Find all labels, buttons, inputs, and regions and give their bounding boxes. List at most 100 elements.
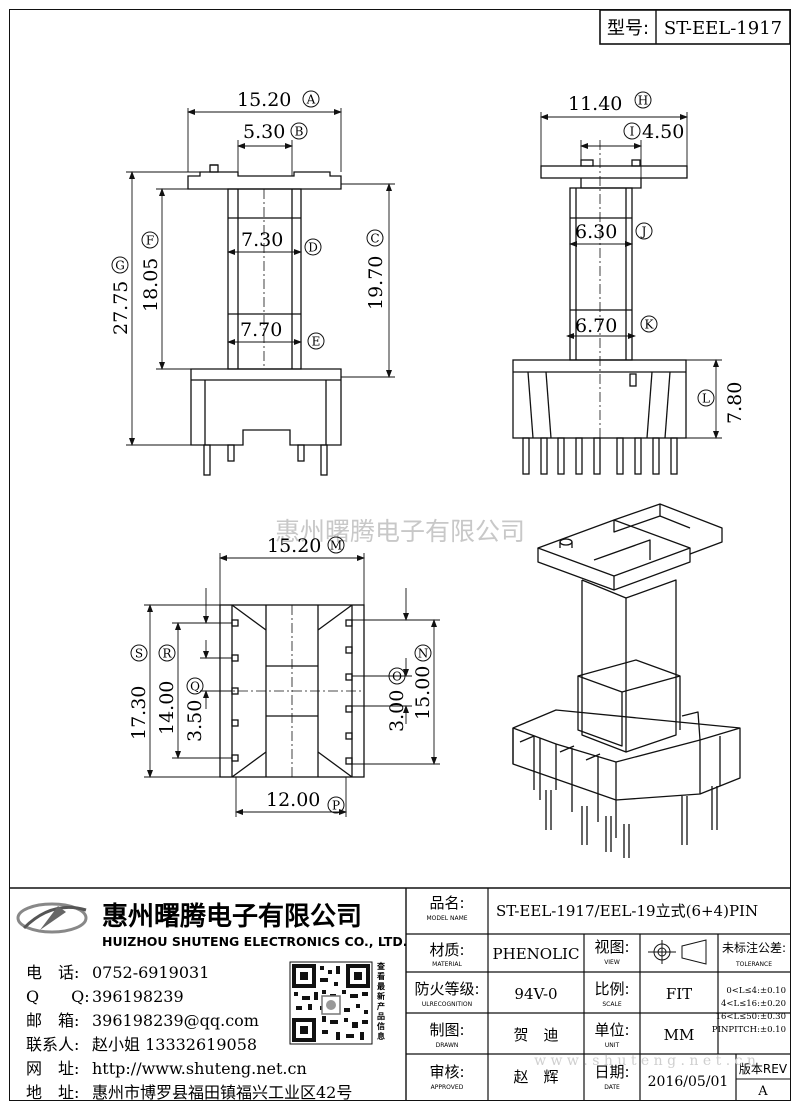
svg-text:看: 看 bbox=[376, 971, 385, 981]
model-box-label: 型号: bbox=[607, 18, 649, 39]
drawn-en: DRAWN bbox=[436, 1042, 459, 1049]
dim-d-tag: D bbox=[308, 241, 318, 255]
dim-i-value: 4.50 bbox=[642, 121, 684, 143]
contact-list: 电 话: 0752-6919031 Q Q: 396198239 邮 箱: 39… bbox=[26, 963, 352, 1102]
contact-website-value[interactable]: http://www.shuteng.net.cn bbox=[92, 1059, 307, 1078]
dim-j-tag: J bbox=[640, 225, 647, 239]
bottom-view-labels: 15.20 M 12.00 P S 17.30 R 14.00 Q 3.50 O… bbox=[128, 535, 434, 814]
contact-qq-label: Q Q: bbox=[26, 987, 90, 1006]
front-view-dimensions bbox=[126, 108, 395, 446]
contact-email-value[interactable]: 396198239@qq.com bbox=[92, 1011, 259, 1030]
dim-s-tag: S bbox=[135, 647, 143, 661]
contact-person-label: 联系人: bbox=[26, 1035, 79, 1054]
contact-address-label: 地 址: bbox=[26, 1083, 79, 1102]
svg-text:产: 产 bbox=[377, 1001, 385, 1011]
dim-l-tag: L bbox=[702, 392, 710, 406]
view-en: VIEW bbox=[604, 959, 620, 966]
date-label: 日期: bbox=[594, 1063, 629, 1081]
contact-person-value: 赵小姐 13332619058 bbox=[92, 1035, 257, 1054]
drawn-value: 贺 迪 bbox=[513, 1026, 558, 1044]
scale-label: 比例: bbox=[594, 980, 629, 998]
dim-e-tag: E bbox=[312, 335, 321, 349]
dim-k-value: 6.70 bbox=[575, 315, 617, 337]
dim-q-value: 3.50 bbox=[184, 700, 206, 742]
qr-code-icon[interactable] bbox=[289, 961, 373, 1045]
dim-d-value: 7.30 bbox=[241, 229, 283, 251]
tolerance-3: 16<L≤50:±0.30 bbox=[716, 1012, 786, 1022]
contact-address-value: 惠州市博罗县福田镇福兴工业区42号 bbox=[92, 1083, 352, 1102]
spec-table: 品名: MODEL NAME ST-EEL-1917/EEL-19立式(6+4)… bbox=[414, 894, 787, 1099]
bottom-view bbox=[219, 604, 365, 778]
dim-a-value: 15.20 bbox=[237, 89, 291, 111]
material-label: 材质: bbox=[429, 941, 464, 959]
isometric-view bbox=[512, 503, 741, 858]
qr-caption: 查 看 最 新 产 品 信 息 bbox=[376, 961, 386, 1041]
tolerance-label: 未标注公差: bbox=[722, 940, 786, 955]
material-value: PHENOLIC bbox=[493, 945, 580, 963]
dim-p-value: 12.00 bbox=[266, 789, 320, 811]
drawing-frame bbox=[9, 9, 791, 1101]
tolerance-2: 4<L≤16:±0.20 bbox=[721, 999, 786, 1009]
dim-g-tag: G bbox=[115, 259, 125, 273]
model-name-value: ST-EEL-1917/EEL-19立式(6+4)PIN bbox=[496, 902, 758, 920]
tolerance-en: TOLERANCE bbox=[735, 961, 772, 968]
dim-s-value: 17.30 bbox=[128, 686, 150, 740]
dim-l-value: 7.80 bbox=[724, 382, 746, 424]
contact-qq-value: 396198239 bbox=[92, 987, 184, 1006]
dim-f-tag: F bbox=[146, 234, 154, 248]
svg-text:新: 新 bbox=[377, 991, 385, 1001]
dim-o-value: 3.00 bbox=[386, 690, 408, 732]
date-en: DATE bbox=[604, 1084, 620, 1091]
dim-a-tag: A bbox=[306, 93, 316, 107]
dim-r-tag: R bbox=[162, 647, 172, 661]
svg-text:最: 最 bbox=[377, 981, 386, 991]
dim-m-tag: M bbox=[330, 539, 342, 553]
material-en: MATERIAL bbox=[432, 961, 462, 968]
dim-n-value: 15.00 bbox=[412, 666, 434, 720]
tolerance-1: 0<L≤4:±0.10 bbox=[726, 986, 786, 996]
dim-f-value: 18.05 bbox=[140, 258, 162, 312]
tolerance-4: PINPITCH:±0.10 bbox=[712, 1025, 786, 1035]
company-name-en: HUIZHOU SHUTENG ELECTRONICS CO., LTD. bbox=[102, 934, 407, 949]
contact-phone-value: 0752-6919031 bbox=[92, 963, 209, 982]
dim-c-tag: C bbox=[370, 232, 379, 246]
dim-j-value: 6.30 bbox=[575, 221, 617, 243]
approved-en: APPROVED bbox=[431, 1084, 464, 1091]
unit-en: UNIT bbox=[605, 1042, 620, 1049]
watermark: 惠州曙腾电子有限公司 bbox=[275, 517, 525, 546]
model-box: 型号: ST-EEL-1917 bbox=[599, 9, 791, 45]
model-name-en: MODEL NAME bbox=[426, 915, 467, 922]
view-label: 视图: bbox=[594, 938, 629, 956]
model-box-value: ST-EEL-1917 bbox=[664, 18, 782, 39]
side-view-labels: 11.40 H I 4.50 6.30 J 6.70 K L 7.80 bbox=[568, 91, 746, 424]
contact-website-label: 网 址: bbox=[26, 1059, 79, 1078]
title-block bbox=[10, 887, 790, 1100]
svg-text:品: 品 bbox=[377, 1011, 385, 1021]
rev-label: 版本REV bbox=[739, 1062, 788, 1076]
dim-m-value: 15.20 bbox=[267, 535, 321, 557]
side-view bbox=[512, 140, 688, 475]
drawn-label: 制图: bbox=[429, 1021, 464, 1039]
side-view-dimensions bbox=[540, 112, 722, 439]
dim-n-tag: N bbox=[418, 647, 429, 661]
bottom-view-dimensions bbox=[144, 553, 440, 817]
scale-value: FIT bbox=[666, 985, 692, 1003]
dim-h-tag: H bbox=[638, 94, 648, 108]
unit-value: MM bbox=[664, 1026, 695, 1044]
projection-symbol-icon bbox=[648, 939, 707, 965]
dim-b-value: 5.30 bbox=[243, 121, 285, 143]
dim-q-tag: Q bbox=[190, 680, 200, 694]
dim-k-tag: K bbox=[645, 318, 655, 332]
front-view-labels: 15.20 A 5.30 B 7.30 D 7.70 E 19.70 C 18.… bbox=[110, 89, 387, 350]
svg-text:息: 息 bbox=[377, 1031, 385, 1041]
dim-o-tag: O bbox=[392, 670, 402, 684]
company-logo bbox=[16, 902, 88, 934]
contact-phone-label: 电 话: bbox=[26, 963, 79, 982]
dim-g-value: 27.75 bbox=[110, 281, 132, 335]
dim-e-value: 7.70 bbox=[240, 319, 282, 341]
dim-h-value: 11.40 bbox=[568, 93, 622, 115]
model-name-label: 品名: bbox=[429, 894, 464, 912]
dim-i-tag: I bbox=[630, 125, 635, 139]
dim-p-tag: P bbox=[332, 799, 340, 813]
approved-label: 审核: bbox=[429, 1063, 464, 1081]
